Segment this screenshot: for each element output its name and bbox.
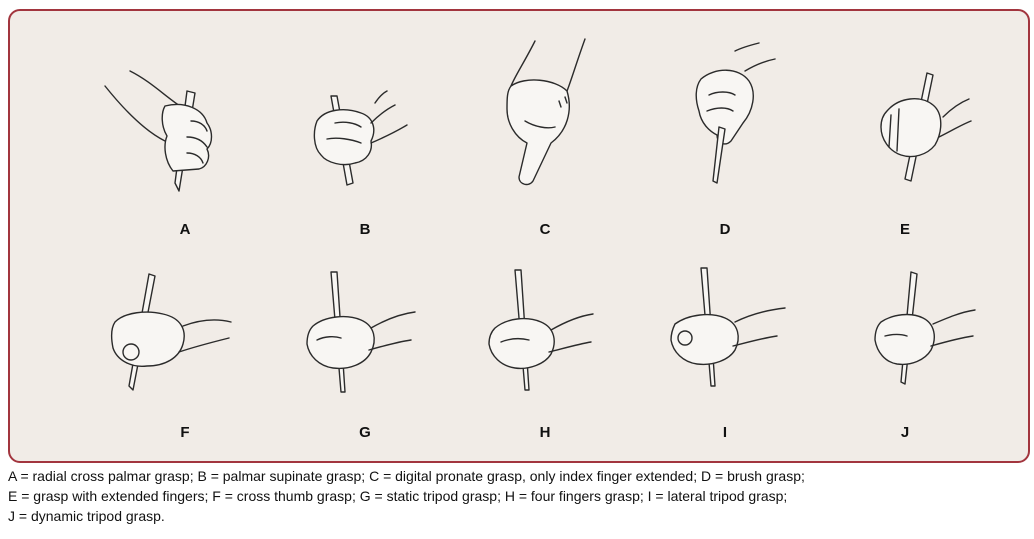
hand-illustration-b: [275, 51, 455, 221]
grasp-letter-j: J: [815, 424, 995, 441]
grasp-g: G: [275, 266, 455, 476]
grasp-e: E: [815, 51, 995, 261]
diagram-panel: A B C: [8, 9, 1030, 463]
grasp-letter-f: F: [95, 424, 275, 441]
hand-illustration-a: [95, 51, 275, 221]
grasp-letter-i: I: [635, 424, 815, 441]
grasp-c: C: [455, 31, 635, 241]
hand-illustration-d: [635, 31, 815, 201]
caption-line-2: E = grasp with extended fingers; F = cro…: [8, 486, 1032, 506]
hand-illustration-h: [455, 266, 635, 436]
figure-caption: A = radial cross palmar grasp; B = palma…: [8, 466, 1032, 526]
caption-line-3: J = dynamic tripod grasp.: [8, 506, 1032, 526]
grasp-f: F: [95, 266, 275, 476]
grasp-letter-c: C: [455, 221, 635, 238]
grasp-letter-h: H: [455, 424, 635, 441]
grasp-h: H: [455, 266, 635, 476]
grasp-b: B: [275, 51, 455, 261]
grasp-letter-a: A: [95, 221, 275, 238]
hand-illustration-f: [95, 266, 275, 436]
hand-illustration-i: [635, 266, 815, 436]
grasp-d: D: [635, 31, 815, 241]
grasp-letter-g: G: [275, 424, 455, 441]
caption-line-1: A = radial cross palmar grasp; B = palma…: [8, 466, 1032, 486]
grasp-letter-e: E: [815, 221, 995, 238]
grasp-letter-d: D: [635, 221, 815, 238]
grasp-j: J: [815, 266, 995, 476]
hand-illustration-e: [815, 51, 995, 221]
hand-illustration-c: [455, 31, 635, 201]
grasp-i: I: [635, 266, 815, 476]
hand-illustration-g: [275, 266, 455, 436]
grasp-a: A: [95, 51, 275, 261]
grasp-letter-b: B: [275, 221, 455, 238]
hand-illustration-j: [815, 266, 995, 436]
